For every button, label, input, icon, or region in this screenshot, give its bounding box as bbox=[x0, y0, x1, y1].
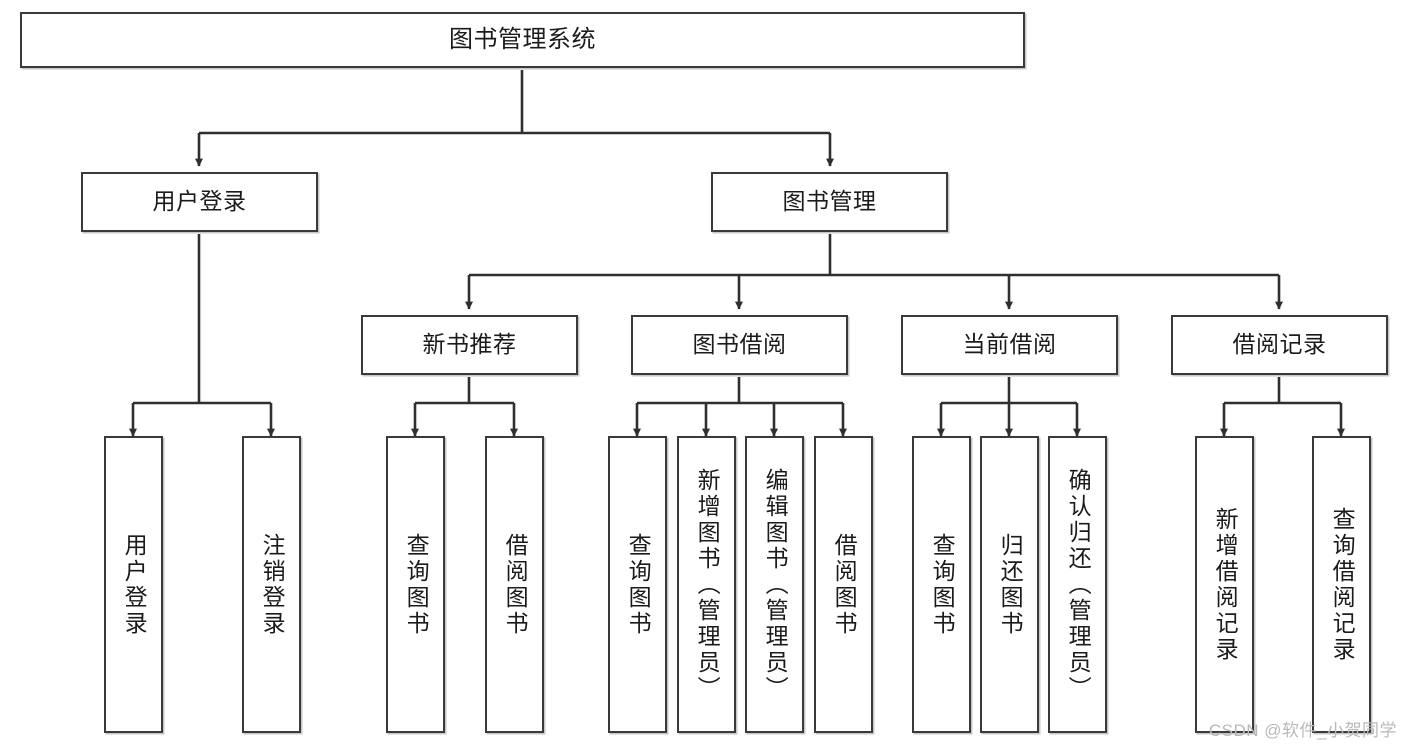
leaf-current-borrow-return-book[interactable]: 归还图书 bbox=[980, 436, 1039, 733]
node-label: 新增借阅记录 bbox=[1212, 506, 1239, 663]
node-label: 当前借阅 bbox=[962, 331, 1057, 358]
node-new-book-recommend[interactable]: 新书推荐 bbox=[361, 315, 578, 375]
node-label: 归还图书 bbox=[997, 532, 1024, 637]
leaf-user-login-logout[interactable]: 注销登录 bbox=[242, 436, 301, 733]
node-label: 编辑图书（管理员） bbox=[762, 467, 789, 702]
node-root-book-management-system[interactable]: 图书管理系统 bbox=[20, 12, 1025, 68]
node-label: 注销登录 bbox=[259, 532, 286, 637]
leaf-book-borrow-add-book-admin[interactable]: 新增图书（管理员） bbox=[677, 436, 736, 733]
node-label: 图书管理系统 bbox=[449, 25, 596, 53]
node-label: 图书借阅 bbox=[692, 331, 787, 358]
node-current-borrow[interactable]: 当前借阅 bbox=[901, 315, 1118, 375]
csdn-watermark: CSDN @软件_小贺同学 bbox=[1208, 721, 1397, 740]
leaf-user-login-login[interactable]: 用户登录 bbox=[104, 436, 163, 733]
node-borrow-record[interactable]: 借阅记录 bbox=[1171, 315, 1388, 375]
node-book-borrow[interactable]: 图书借阅 bbox=[631, 315, 848, 375]
node-label: 查询图书 bbox=[625, 532, 652, 637]
node-label: 图书管理 bbox=[782, 188, 877, 215]
node-label: 借阅记录 bbox=[1232, 331, 1327, 358]
leaf-current-borrow-query-book[interactable]: 查询图书 bbox=[912, 436, 971, 733]
leaf-new-book-borrow-book[interactable]: 借阅图书 bbox=[485, 436, 544, 733]
leaf-borrow-record-query-record[interactable]: 查询借阅记录 bbox=[1312, 436, 1371, 733]
node-book-management[interactable]: 图书管理 bbox=[711, 172, 948, 232]
node-label: 查询图书 bbox=[929, 532, 956, 637]
node-label: 确认归还（管理员） bbox=[1065, 467, 1092, 702]
node-label: 查询借阅记录 bbox=[1329, 506, 1356, 663]
leaf-current-borrow-confirm-return-admin[interactable]: 确认归还（管理员） bbox=[1048, 436, 1107, 733]
node-label: 用户登录 bbox=[152, 188, 247, 215]
leaf-book-borrow-borrow-book[interactable]: 借阅图书 bbox=[814, 436, 873, 733]
node-label: 查询图书 bbox=[403, 532, 430, 637]
leaf-new-book-query-book[interactable]: 查询图书 bbox=[386, 436, 445, 733]
node-user-login[interactable]: 用户登录 bbox=[81, 172, 318, 232]
leaf-book-borrow-query-book[interactable]: 查询图书 bbox=[608, 436, 667, 733]
node-label: 借阅图书 bbox=[831, 532, 858, 637]
node-label: 借阅图书 bbox=[502, 532, 529, 637]
node-label: 新增图书（管理员） bbox=[694, 467, 721, 702]
leaf-borrow-record-add-record[interactable]: 新增借阅记录 bbox=[1195, 436, 1254, 733]
node-label: 新书推荐 bbox=[422, 331, 517, 358]
leaf-book-borrow-edit-book-admin[interactable]: 编辑图书（管理员） bbox=[745, 436, 804, 733]
node-label: 用户登录 bbox=[121, 532, 148, 637]
